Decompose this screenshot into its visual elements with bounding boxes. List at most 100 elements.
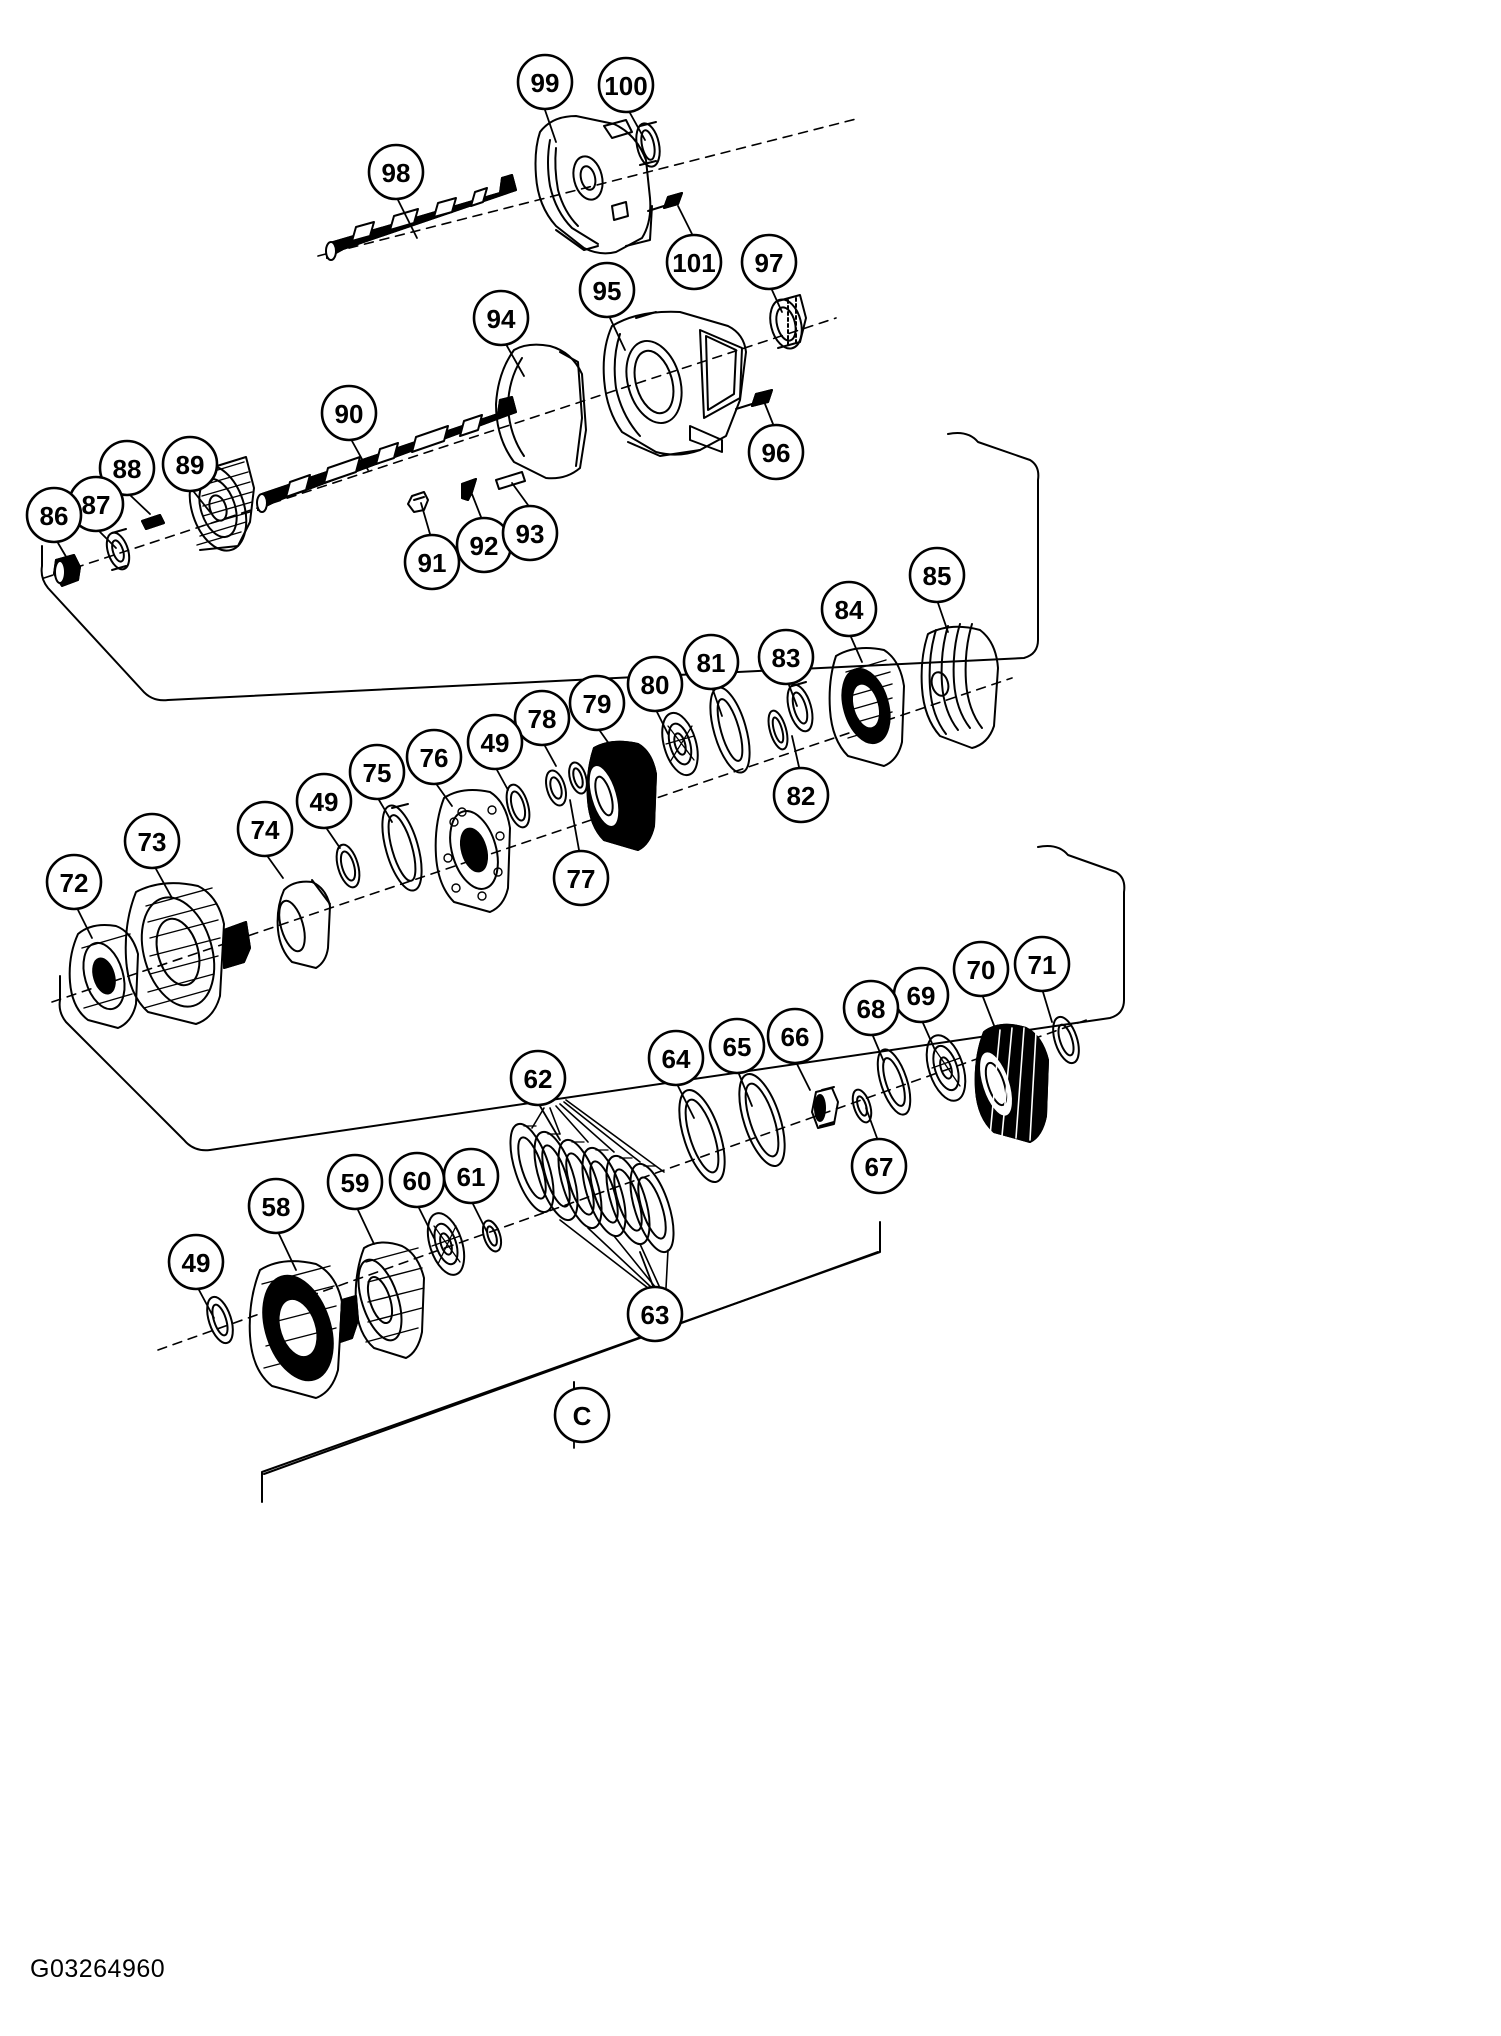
callout-number: 49	[182, 1248, 211, 1278]
callout-number: 101	[672, 248, 715, 278]
callout-balloon-79[interactable]: 79	[568, 674, 626, 732]
callout-balloon-90[interactable]: 90	[320, 384, 378, 442]
callout-circle	[509, 1049, 567, 1107]
callout-balloon-83[interactable]: 83	[757, 628, 815, 686]
callout-balloon-64[interactable]: 64	[647, 1029, 705, 1087]
callout-balloon-59[interactable]: 59	[326, 1153, 384, 1211]
callout-circle	[552, 849, 610, 907]
callout-balloon-67[interactable]: 67	[850, 1137, 908, 1195]
leader-line-49	[496, 769, 509, 791]
callout-balloon-82[interactable]: 82	[772, 766, 830, 824]
callout-circle	[516, 53, 574, 111]
group-outline-lower	[58, 845, 1126, 1152]
leader-line-88	[130, 495, 151, 515]
callout-balloon-93[interactable]: 93	[501, 504, 559, 562]
callout-circle	[405, 728, 463, 786]
callout-balloon-73[interactable]: 73	[123, 812, 181, 870]
part-67-washer	[851, 1088, 873, 1124]
leader-line-91	[420, 502, 431, 535]
callout-circle	[295, 772, 353, 830]
callout-number: 76	[420, 743, 449, 773]
callout-number: 87	[82, 490, 111, 520]
leader-line-74	[267, 856, 284, 879]
callout-balloon-96[interactable]: 96	[747, 423, 805, 481]
callout-balloon-49[interactable]: 49	[466, 713, 524, 771]
leader-line-98	[397, 199, 418, 239]
bracket-label-C: C	[553, 1386, 611, 1444]
fan-leaders-63	[559, 1219, 669, 1289]
callout-balloon-80[interactable]: 80	[626, 655, 684, 713]
callout-balloon-61[interactable]: 61	[442, 1147, 500, 1205]
callout-number: 73	[138, 827, 167, 857]
part-49-oring-upper	[505, 783, 531, 829]
callout-number: 84	[835, 595, 864, 625]
leader-line-73	[155, 868, 173, 899]
callout-number: 69	[907, 981, 936, 1011]
part-88-key	[141, 514, 165, 530]
callout-balloon-74[interactable]: 74	[236, 800, 294, 858]
part-100-seal	[635, 121, 661, 168]
callout-balloon-86[interactable]: 86	[25, 486, 83, 544]
part-87-washer	[105, 528, 131, 571]
callout-balloon-78[interactable]: 78	[513, 689, 571, 747]
leader-line-75	[378, 799, 393, 823]
callout-balloon-87[interactable]: 87	[67, 475, 125, 533]
leader-line-87	[99, 531, 117, 549]
callout-balloon-76[interactable]: 76	[405, 728, 463, 786]
callout-balloon-94[interactable]: 94	[472, 289, 530, 347]
callout-balloon-66[interactable]: 66	[766, 1007, 824, 1065]
callout-number: 82	[787, 781, 816, 811]
part-93-retainer	[495, 471, 526, 490]
callout-circle	[161, 435, 219, 493]
callout-balloon-99[interactable]: 99	[516, 53, 574, 111]
callout-balloon-98[interactable]: 98	[367, 143, 425, 201]
callout-balloon-65[interactable]: 65	[708, 1017, 766, 1075]
callout-number: 100	[604, 71, 647, 101]
callout-balloon-85[interactable]: 85	[908, 546, 966, 604]
callout-balloon-49[interactable]: 49	[167, 1233, 225, 1291]
part-58-planetary-set	[248, 1260, 359, 1399]
callout-balloon-72[interactable]: 72	[45, 853, 103, 911]
part-74-sleeve	[276, 879, 331, 969]
callout-circle	[708, 1017, 766, 1075]
callout-balloon-49[interactable]: 49	[295, 772, 353, 830]
callout-balloon-71[interactable]: 71	[1013, 935, 1071, 993]
callout-balloon-63[interactable]: 63	[626, 1285, 684, 1343]
callout-balloon-95[interactable]: 95	[578, 261, 636, 319]
callout-balloon-100[interactable]: 100	[597, 56, 655, 114]
callout-balloon-60[interactable]: 60	[388, 1151, 446, 1209]
callout-circle	[388, 1151, 446, 1209]
callout-balloon-97[interactable]: 97	[740, 233, 798, 291]
part-85-drum	[920, 623, 999, 749]
callout-balloon-92[interactable]: 92	[455, 516, 513, 574]
callout-balloon-75[interactable]: 75	[348, 743, 406, 801]
callout-circle	[850, 1137, 908, 1195]
callout-balloon-81[interactable]: 81	[682, 633, 740, 691]
callout-number: 63	[641, 1300, 670, 1330]
callout-balloon-70[interactable]: 70	[952, 940, 1010, 998]
callout-balloon-77[interactable]: 77	[552, 849, 610, 907]
callout-circle	[626, 1285, 684, 1343]
part-96-bolt	[735, 389, 773, 410]
callout-number: 80	[641, 670, 670, 700]
callout-balloon-84[interactable]: 84	[820, 580, 878, 638]
leader-line-86	[57, 542, 69, 561]
centerline-middle	[43, 317, 837, 579]
part-95-extension-housing	[602, 310, 747, 457]
callout-circle	[578, 261, 636, 319]
callout-balloon-89[interactable]: 89	[161, 435, 219, 493]
callout-balloon-58[interactable]: 58	[247, 1177, 305, 1235]
callout-balloon-91[interactable]: 91	[403, 533, 461, 591]
callout-circle	[326, 1153, 384, 1211]
part-92-spring-pin	[461, 478, 477, 501]
part-84-hub	[828, 647, 905, 767]
leader-line-84	[850, 636, 863, 663]
callout-balloon-69[interactable]: 69	[892, 966, 950, 1024]
callout-number: 86	[40, 501, 69, 531]
callout-number: 61	[457, 1162, 486, 1192]
callout-balloon-88[interactable]: 88	[98, 439, 156, 497]
callout-balloon-101[interactable]: 101	[665, 233, 723, 291]
callout-balloon-62[interactable]: 62	[509, 1049, 567, 1107]
callout-balloon-68[interactable]: 68	[842, 979, 900, 1037]
leader-line-64	[677, 1085, 695, 1119]
